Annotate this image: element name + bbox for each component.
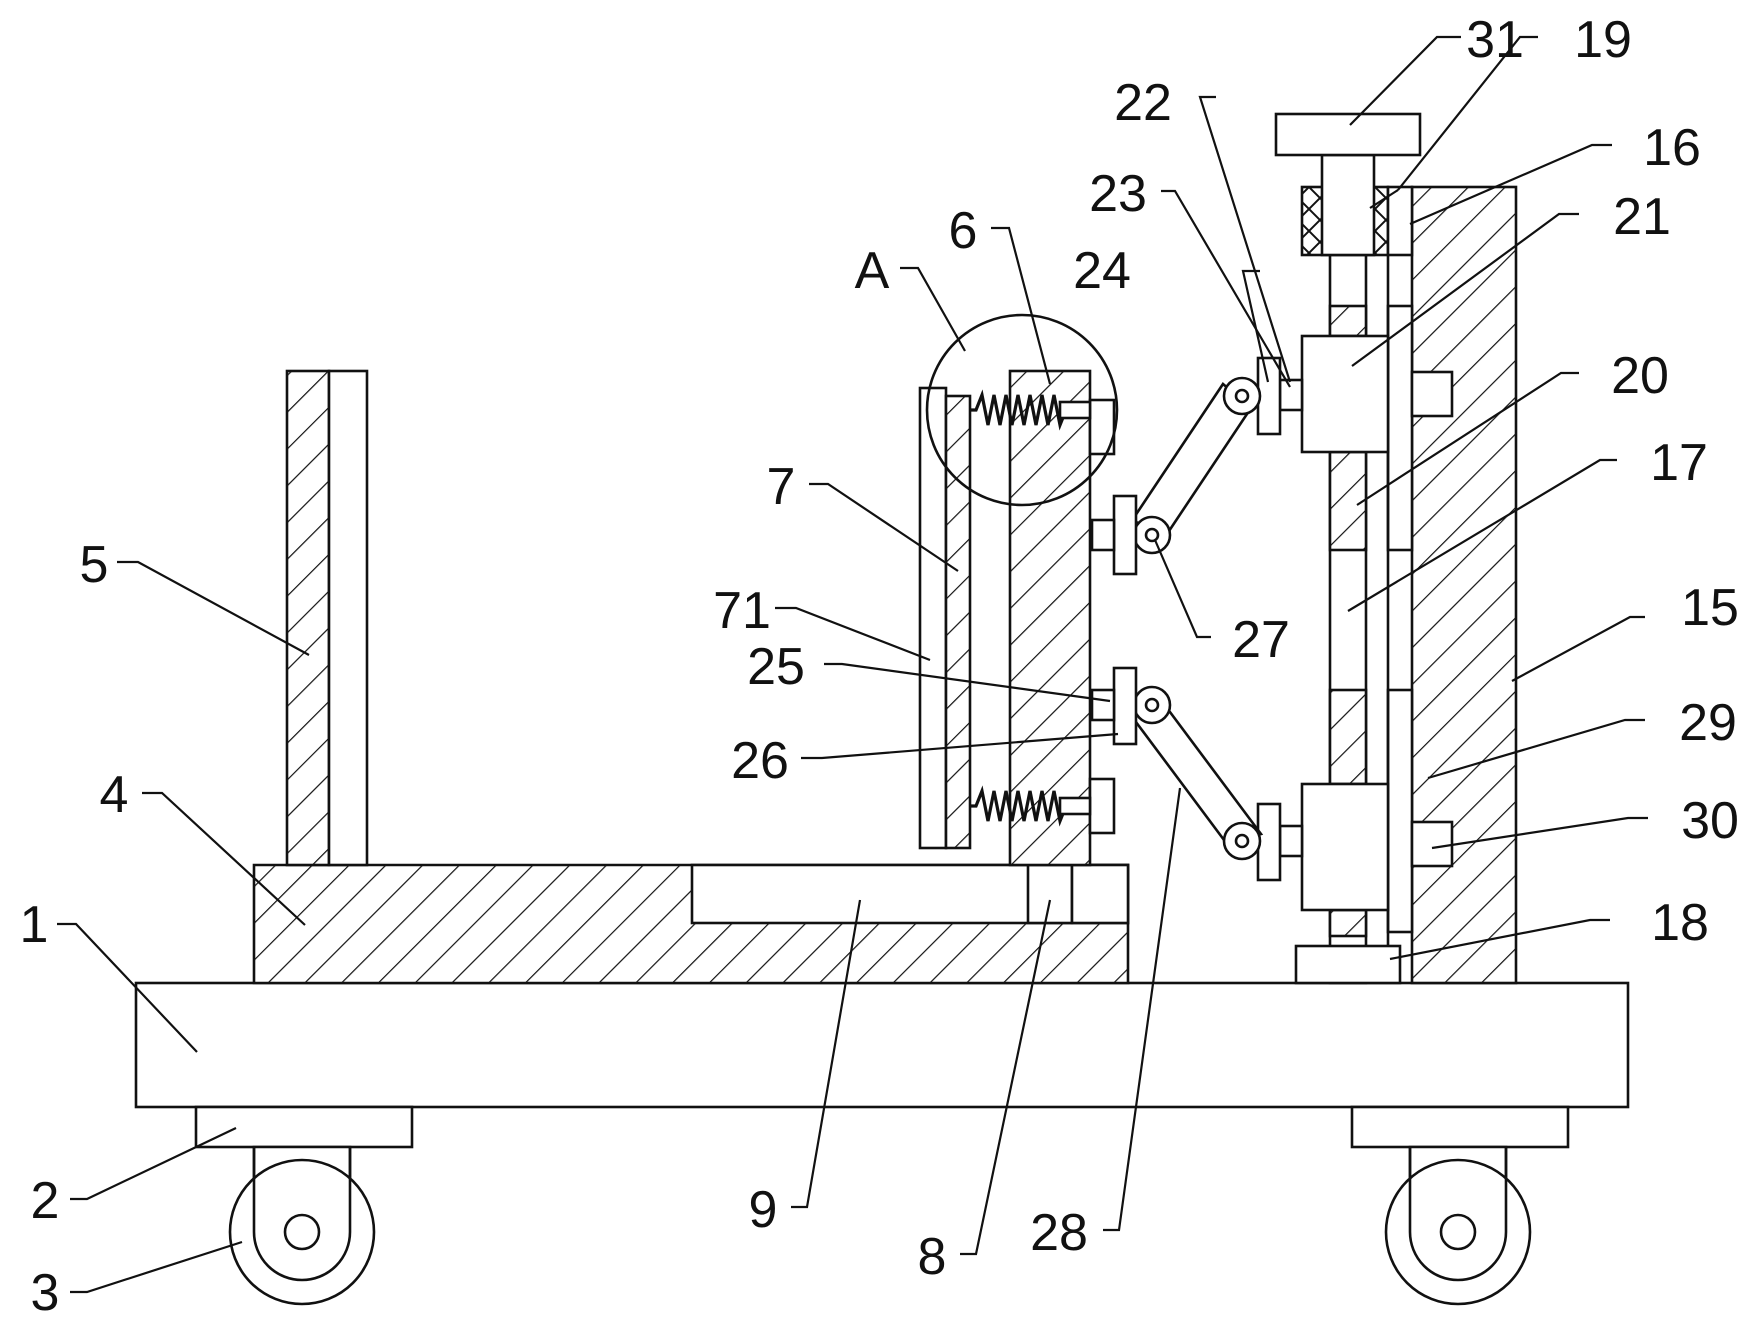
label-29: 29 — [1679, 694, 1737, 752]
leader-lines — [57, 35, 1648, 1294]
label-18: 18 — [1651, 894, 1709, 952]
label-7: 7 — [767, 458, 796, 516]
label-25: 25 — [747, 638, 805, 696]
lower-block — [252, 863, 1130, 985]
label-71: 71 — [713, 582, 771, 640]
wheel-right — [1384, 1147, 1532, 1306]
lower-linkage — [1090, 666, 1304, 882]
base-plate — [134, 981, 1630, 1109]
label-24: 24 — [1073, 242, 1131, 300]
bottom-bearing — [1294, 944, 1402, 985]
label-17: 17 — [1650, 434, 1708, 492]
label-6: 6 — [949, 202, 978, 260]
label-30: 30 — [1681, 792, 1739, 850]
label-28: 28 — [1030, 1204, 1088, 1262]
label-19: 19 — [1574, 11, 1632, 69]
handwheel — [1274, 112, 1422, 157]
middle-column — [1008, 369, 1116, 867]
upper-nut — [1300, 334, 1454, 454]
upper-spring — [970, 389, 1092, 431]
label-16: 16 — [1643, 119, 1701, 177]
label-4: 4 — [100, 766, 129, 824]
label-31: 31 — [1466, 11, 1524, 69]
label-5: 5 — [80, 536, 109, 594]
label-2: 2 — [31, 1172, 60, 1230]
label-1: 1 — [20, 896, 49, 954]
label-21: 21 — [1613, 188, 1671, 246]
label-8: 8 — [918, 1228, 947, 1286]
upper-linkage — [1090, 356, 1304, 576]
guide-rails — [1386, 255, 1414, 983]
label-23: 23 — [1089, 165, 1147, 223]
shaft-top — [1320, 153, 1376, 257]
label-3: 3 — [31, 1264, 60, 1322]
label-20: 20 — [1611, 347, 1669, 405]
label-9: 9 — [749, 1181, 778, 1239]
label-26: 26 — [731, 732, 789, 790]
clamp-plate — [918, 386, 972, 850]
left-upright — [285, 369, 369, 867]
lower-nut — [1300, 782, 1454, 912]
wheel-left — [228, 1147, 376, 1306]
label-22: 22 — [1114, 74, 1172, 132]
label-a: A — [855, 242, 890, 300]
labels: 1 2 3 4 5 6 A 7 71 25 26 9 8 28 27 24 23… — [20, 11, 1739, 1322]
label-15: 15 — [1681, 579, 1739, 637]
label-27: 27 — [1232, 611, 1290, 669]
detail-circle-a — [925, 313, 1119, 507]
lower-spring — [970, 785, 1092, 827]
